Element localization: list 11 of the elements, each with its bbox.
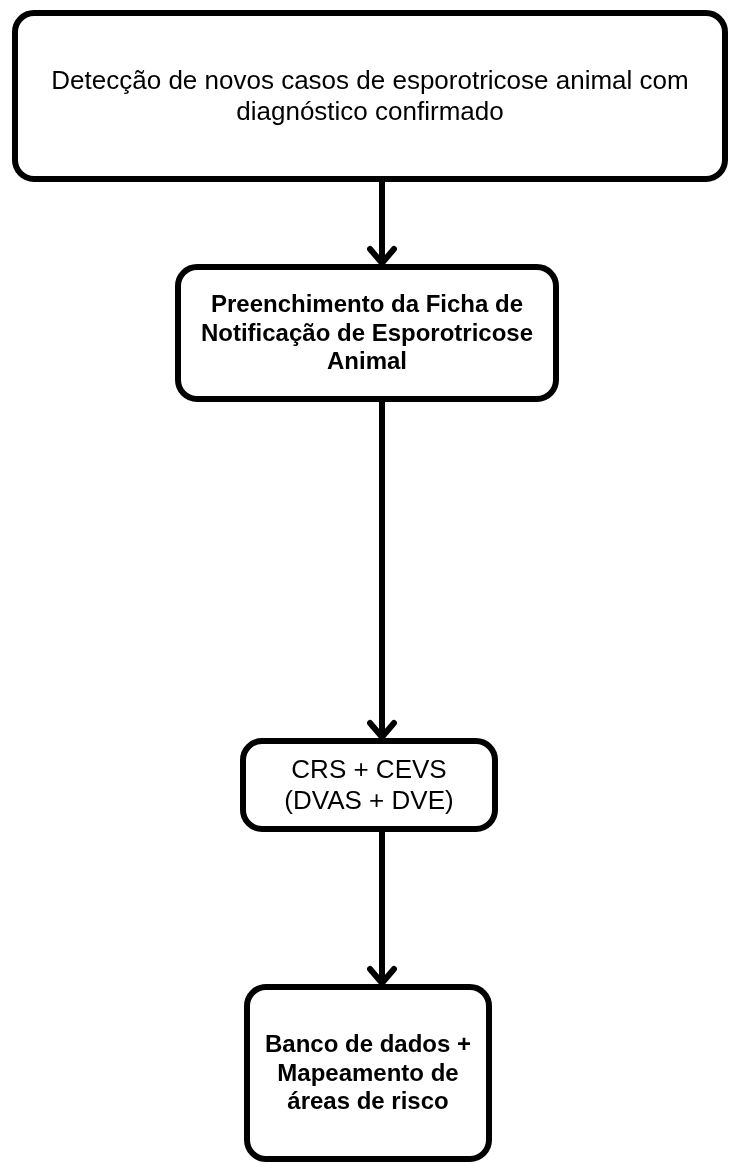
box-text: CRS + CEVS (DVAS + DVE): [283, 753, 455, 817]
arrow: [367, 182, 397, 266]
box-text: Detecção de novos casos de esporotricose animal com diagnóstico confirmado: [50, 64, 690, 128]
arrow: [367, 832, 397, 986]
process-box: [12, 10, 728, 182]
process-box: [175, 264, 559, 402]
process-box: [244, 984, 492, 1162]
arrow: [367, 402, 397, 740]
box-text: Preenchimento da Ficha de Notificação de Esporotricose Animal: [199, 289, 535, 377]
box-text: Banco de dados + Mapeamento de áreas de risco: [263, 1029, 473, 1117]
process-box: [240, 738, 498, 832]
